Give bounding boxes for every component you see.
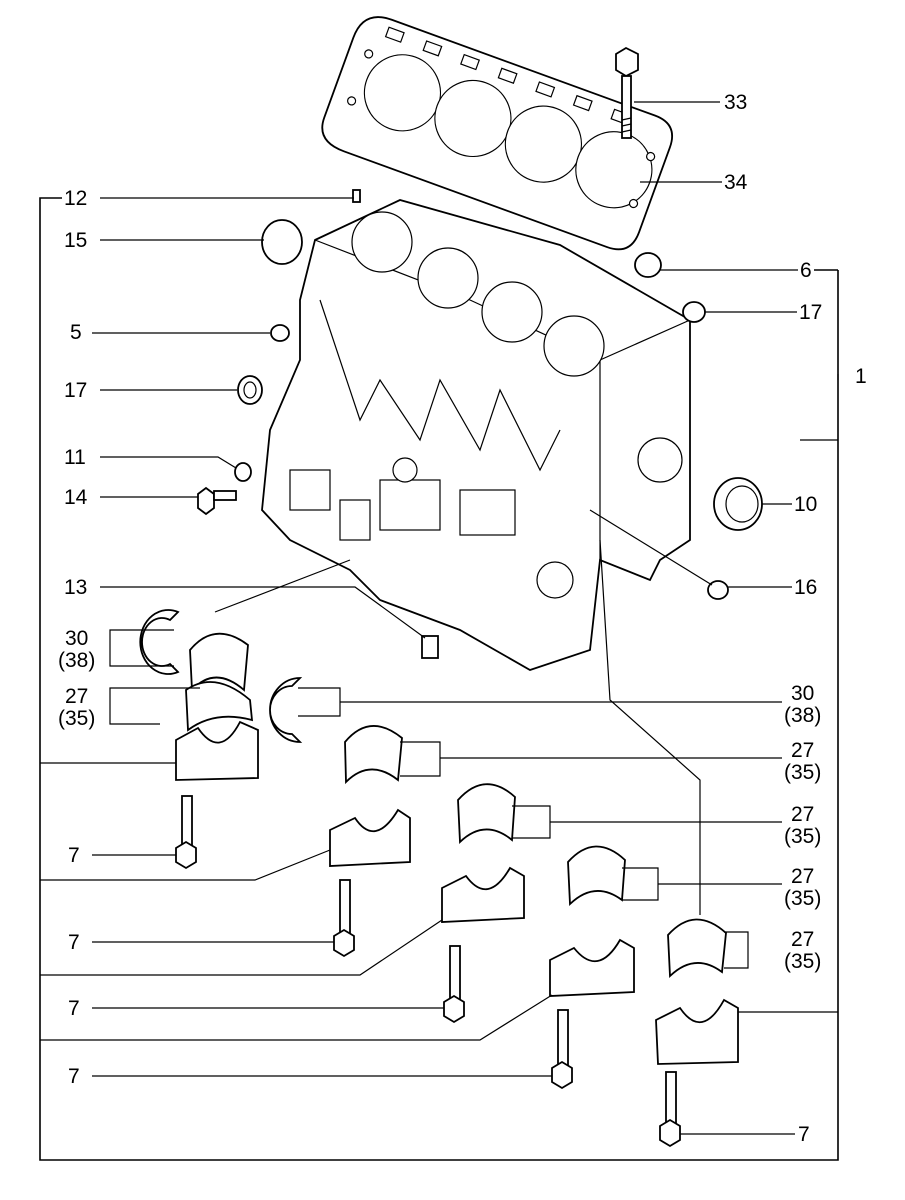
callout-35-b: (35) — [784, 761, 822, 784]
callout-34: 34 — [722, 171, 750, 194]
callout-27-35-c: 27 (35) — [782, 803, 824, 848]
callout-27-e: 27 — [791, 928, 815, 951]
bushing-10 — [713, 477, 763, 531]
callout-10: 10 — [792, 493, 820, 516]
callout-13: 13 — [62, 576, 90, 599]
leader-13 — [100, 586, 426, 639]
leader-cap-link-1 — [214, 559, 351, 613]
leader-16-dash — [589, 509, 713, 586]
callout-27-left: 27 — [65, 685, 89, 708]
callout-30-38-left: 30 (38) — [56, 627, 98, 672]
callout-15: 15 — [62, 229, 90, 252]
bolt-14 — [197, 486, 237, 516]
bearing-set-1 — [175, 632, 259, 870]
leader-cap-3 — [40, 919, 443, 976]
plug-17a — [682, 301, 706, 323]
head-gasket — [321, 16, 674, 251]
bearing-set-5 — [655, 918, 739, 1148]
callout-1: 1 — [853, 365, 869, 388]
callout-27-35-e: 27 (35) — [782, 928, 824, 973]
callout-30-38-right: 30 (38) — [782, 682, 824, 727]
callout-17-right: 17 — [797, 301, 825, 324]
plug-13 — [421, 635, 439, 659]
callout-7-c: 7 — [66, 997, 82, 1020]
plug-5 — [270, 324, 290, 342]
callout-7-b: 7 — [66, 931, 82, 954]
callout-7-d: 7 — [66, 1065, 82, 1088]
callout-35-e: (35) — [784, 950, 822, 973]
bracket-27c — [512, 805, 551, 839]
callout-38-right: (38) — [784, 704, 822, 727]
callout-12: 12 — [62, 187, 90, 210]
head-bolt — [615, 46, 639, 139]
bearing-set-2 — [329, 725, 411, 958]
leader-11 — [100, 456, 237, 469]
callout-7-a: 7 — [66, 844, 82, 867]
bracket-27a — [109, 687, 200, 725]
callout-27-35-d: 27 (35) — [782, 865, 824, 910]
callout-5: 5 — [68, 321, 84, 344]
callout-27-35-left: 27 (35) — [56, 685, 98, 730]
plug-15 — [261, 219, 303, 265]
thrust-washer-upper — [139, 609, 180, 675]
callout-11: 11 — [62, 446, 88, 469]
callout-33: 33 — [722, 91, 750, 114]
callout-16: 16 — [792, 576, 820, 599]
callout-14: 14 — [62, 486, 90, 509]
plug-6 — [634, 252, 662, 278]
bracket-30b — [298, 687, 341, 717]
callout-38-left: (38) — [58, 649, 96, 672]
plug-16 — [707, 580, 729, 600]
callout-27-35-b: 27 (35) — [782, 739, 824, 784]
bearing-set-3 — [441, 783, 525, 1024]
callout-30-right: 30 — [791, 682, 815, 705]
callout-7-e: 7 — [796, 1123, 812, 1146]
leader-cap-link-2 — [599, 539, 701, 915]
bracket-27b — [400, 741, 441, 777]
cylinder-block — [261, 199, 691, 671]
callout-35-d: (35) — [784, 887, 822, 910]
callout-6: 6 — [798, 259, 814, 282]
leader-cap-4 — [40, 994, 553, 1041]
callout-30-left: 30 — [65, 627, 89, 650]
dowel-pin — [352, 189, 361, 203]
callout-35-left: (35) — [58, 707, 96, 730]
callout-35-c: (35) — [784, 825, 822, 848]
bracket-30a — [109, 629, 174, 667]
callout-27-c: 27 — [791, 803, 815, 826]
washer-11 — [234, 462, 252, 482]
bracket-27d — [622, 867, 659, 901]
bracket-27e — [724, 931, 749, 969]
thrust-washer-lower — [269, 677, 303, 743]
seal-17b — [237, 375, 263, 405]
leader-cap-2 — [40, 849, 331, 881]
callout-27-b: 27 — [791, 739, 815, 762]
callout-27-d: 27 — [791, 865, 815, 888]
callout-17-left: 17 — [62, 379, 90, 402]
bearing-set-4 — [549, 845, 635, 1090]
